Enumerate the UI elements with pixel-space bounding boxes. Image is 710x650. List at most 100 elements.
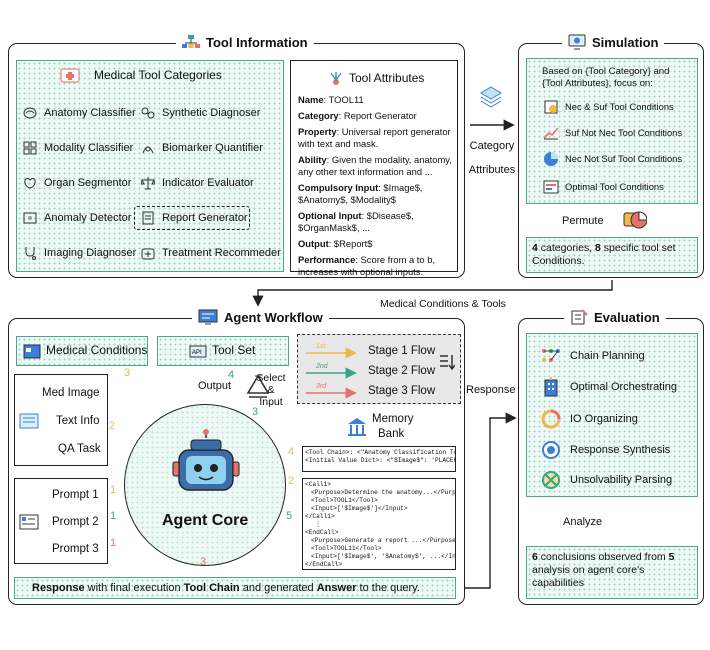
- prompt-2: Prompt 2: [52, 516, 99, 528]
- category-anomaly-detector: Anomaly Detector: [44, 212, 132, 224]
- memory-code-line: <Call1>: [305, 481, 331, 488]
- layers-icon: [478, 84, 504, 110]
- cancel-circle-icon: [540, 469, 562, 491]
- stopwatch-icon: [542, 99, 560, 115]
- building-icon: [540, 376, 562, 398]
- input-med-image: Med Image: [42, 387, 100, 399]
- attr-performance: Performance: Score from a to b, increase…: [298, 254, 436, 277]
- category-anatomy-classifier: Anatomy Classifier: [44, 107, 136, 119]
- anatomy-icon: [22, 106, 38, 120]
- attr-property: Property: Universal report generator wit…: [298, 126, 451, 149]
- stage-3-tag: 3rd: [316, 383, 327, 390]
- attr-category: Category: Report Generator: [298, 110, 417, 121]
- category-report-generator: Report Generator: [162, 212, 248, 224]
- eval-io-organizing: IO Organizing: [570, 413, 638, 425]
- category-synthetic-diagnoser: Synthetic Diagnoser: [162, 107, 261, 119]
- step-1-prompt-3: 1: [110, 537, 117, 549]
- memory-code-line: ⋮: [315, 521, 322, 528]
- tool-set-box: [157, 336, 289, 366]
- target-icon: [540, 439, 562, 461]
- condition-nec-not-suf: Nec Not Suf Tool Conditions: [565, 153, 683, 164]
- attributes-heading: Tool Attributes: [328, 70, 424, 86]
- category-organ-segmentor: Organ Segmentor: [44, 177, 132, 189]
- bank-icon: [346, 416, 368, 438]
- report-icon: [140, 211, 156, 225]
- simulation-summary: 4 categories, 8 specific tool set Condit…: [532, 242, 676, 267]
- prompt-1: Prompt 1: [52, 489, 99, 501]
- stethoscope-icon: [22, 246, 38, 260]
- tool-information-title: Tool Information: [176, 34, 314, 50]
- stage-arrows: 1st 2nd 3rd: [306, 343, 357, 399]
- robot-icon: [172, 429, 240, 491]
- evaluation-summary: 6 conclusions observed from 5 analysis o…: [532, 551, 675, 589]
- chain-icon: [540, 346, 562, 366]
- checklist-icon: [571, 309, 588, 325]
- tool-information-label: Tool Information: [206, 34, 308, 50]
- category-modality-classifier: Modality Classifier: [44, 142, 134, 154]
- step-3-input: 3: [252, 406, 259, 418]
- stage-1-flow: Stage 1 Flow: [368, 345, 436, 357]
- attr-name: Name: TOOL11: [298, 94, 364, 105]
- settings-panel-icon: [18, 513, 40, 531]
- anomaly-icon: [22, 211, 38, 225]
- input-qa-task: QA Task: [58, 443, 101, 455]
- attr-ability: Ability: Given the modality, anatomy, an…: [298, 154, 452, 177]
- organ-icon: [22, 176, 38, 190]
- svg-text:API: API: [192, 350, 202, 356]
- permute-label: Permute: [562, 215, 604, 227]
- evaluation-summary-box: [526, 546, 698, 599]
- simulation-summary-box: [526, 237, 698, 273]
- attributes-title: Tool Attributes: [349, 71, 425, 85]
- memory-tool-chain: <Tool Chain>: <"Anatomy Classification T…: [305, 449, 455, 456]
- simulation-title: Simulation: [562, 34, 665, 50]
- step-2-memory: 2: [288, 475, 295, 487]
- category-treatment-recommeder: Treatment Recommeder: [162, 247, 281, 259]
- condition-nec-suf: Nec & Suf Tool Conditions: [565, 101, 674, 112]
- memory-code-line: <Purpose>Determine the anatomy...</Purpo…: [311, 489, 456, 496]
- memory-code-line: <EndCall>: [305, 529, 339, 536]
- step-1-prompt-2: 1: [110, 510, 117, 522]
- step-2-text-info: 2: [109, 420, 116, 432]
- hierarchy-icon: [182, 35, 200, 48]
- condition-suf-not-nec: Suf Not Nec Tool Conditions: [565, 127, 683, 138]
- medical-tool-categories-box: [16, 60, 284, 272]
- stage-1-tag: 1st: [316, 343, 326, 350]
- eval-unsolvability-parsing: Unsolvability Parsing: [570, 474, 673, 486]
- attr-optional-input: Optional Input: $Disease$, $OrganMask$, …: [298, 210, 414, 233]
- categories-heading: Medical Tool Categories: [60, 67, 222, 83]
- toolbox-icon: API: [188, 342, 208, 360]
- antenna-icon: [330, 72, 342, 85]
- evaluation-label: Evaluation: [594, 309, 660, 325]
- select-label: Select: [256, 372, 286, 384]
- response-bar: [14, 577, 456, 599]
- workflow-screen-icon: [198, 309, 218, 325]
- tool-attributes-box: [290, 60, 458, 272]
- step-1-prompt-1: 1: [110, 484, 117, 496]
- attributes-list: Name: TOOL11 Category: Report Generator …: [298, 94, 454, 278]
- eval-optimal-orchestrating: Optimal Orchestrating: [570, 381, 677, 393]
- agent-workflow-title: Agent Workflow: [192, 309, 329, 325]
- eval-response-synthesis: Response Synthesis: [570, 444, 671, 456]
- medical-kit-icon: [60, 68, 80, 83]
- categories-title: Medical Tool Categories: [94, 68, 222, 82]
- amp-label: &: [267, 384, 275, 396]
- pie-icon: [542, 151, 560, 167]
- clipboard-icon: [22, 342, 42, 360]
- stage-3-flow: Stage 3 Flow: [368, 385, 436, 397]
- trend-icon: [542, 125, 560, 141]
- prompt-3: Prompt 3: [52, 543, 99, 555]
- step-3-med-image: 3: [124, 367, 131, 379]
- memory-code-line: <Tool>TOOL1</Tool>: [311, 497, 378, 504]
- analyze-label: Analyze: [563, 516, 603, 528]
- treatment-icon: [140, 246, 156, 260]
- input-label: Input: [259, 396, 283, 408]
- memory-label: Memory: [372, 413, 414, 425]
- memory-code-line: <Input>['$Image$', '$Anatomy$', ...</Inp…: [311, 553, 456, 560]
- monitor-icon: [568, 34, 586, 50]
- medical-conditions-label: Medical Conditions: [46, 343, 148, 357]
- category-biomarker-quantifier: Biomarker Quantifier: [162, 142, 263, 154]
- sort-icon: [438, 352, 456, 372]
- memory-code-line: <Purpose>Generate a report ...</Purpose>: [311, 537, 456, 544]
- attr-output: Output: $Report$: [298, 238, 373, 249]
